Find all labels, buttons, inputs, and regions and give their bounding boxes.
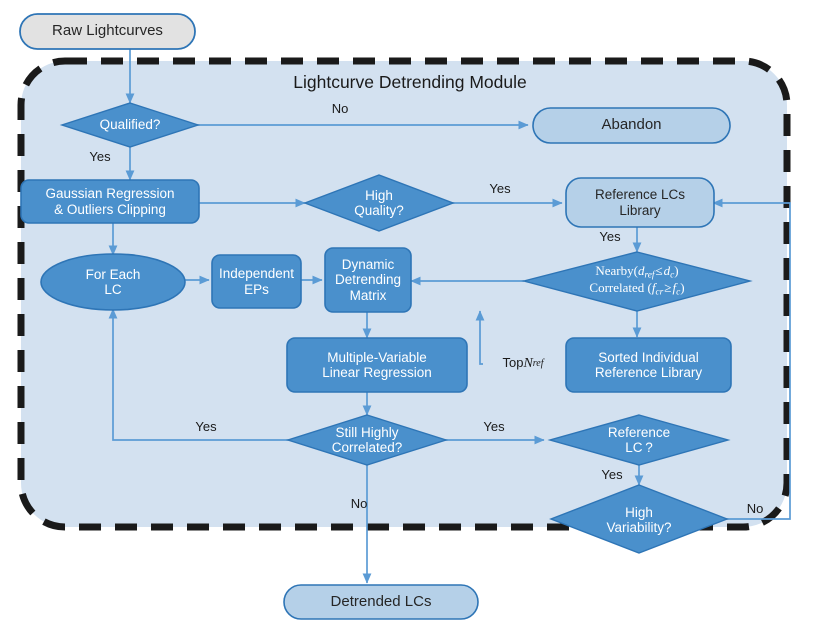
node-still-highly-correlated [285, 414, 449, 466]
edge-highvar-no-reflib [712, 198, 791, 520]
node-abandon [532, 107, 731, 144]
node-high-quality [303, 174, 455, 232]
node-raw-lightcurves [19, 13, 196, 50]
node-detrended-lcs [283, 584, 479, 620]
node-high-variability [549, 484, 729, 554]
node-sorted-individual-reference-library [565, 337, 732, 393]
node-independent-eps [211, 254, 302, 309]
node-gaussian-regression [20, 179, 200, 224]
edge-stillcorrelated-yes-foreachlc [108, 308, 290, 441]
node-qualified [59, 102, 201, 148]
node-reference-lcs-library [565, 177, 715, 228]
node-multiple-variable-linear-regression [286, 337, 468, 393]
node-for-each-lc [40, 253, 186, 311]
node-nearby-correlated [521, 251, 753, 312]
node-dynamic-detrending-matrix [324, 247, 412, 313]
node-reference-lc [547, 414, 731, 466]
